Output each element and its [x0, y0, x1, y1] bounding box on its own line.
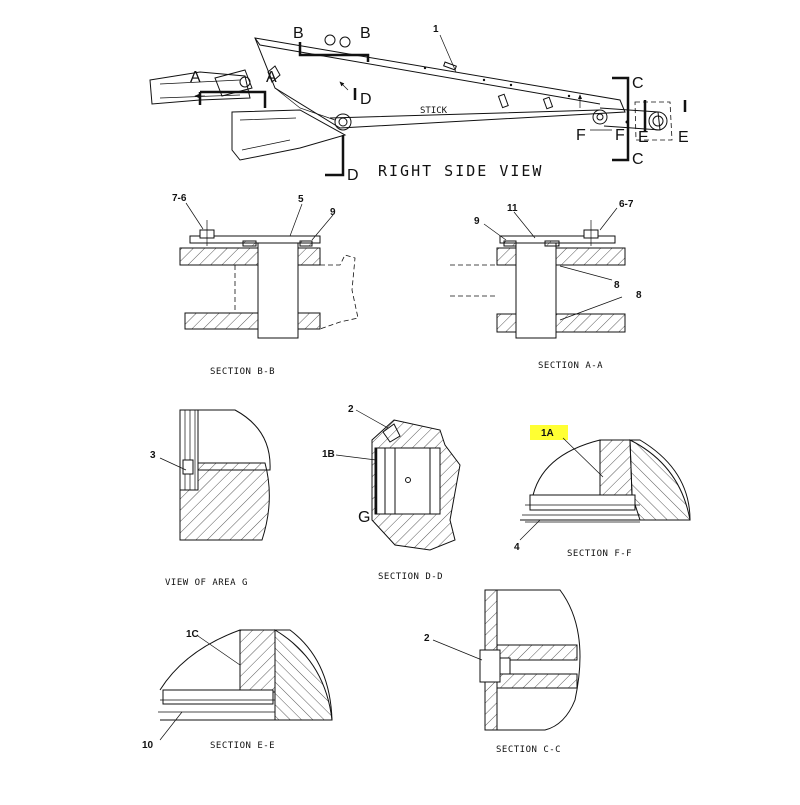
callout-1a-highlight	[530, 425, 568, 440]
section-ee-title: SECTION E-E	[210, 741, 275, 751]
section-bb-title: SECTION B-B	[210, 367, 275, 377]
section-ee: 1C 10 SECTION E-E	[142, 629, 333, 751]
callout-4: 4	[514, 542, 520, 553]
section-ff-title: SECTION F-F	[567, 549, 632, 559]
cut-label-d-top: D	[360, 91, 372, 108]
callout-2-cc: 2	[424, 633, 430, 644]
callout-1b: 1B	[322, 449, 335, 460]
cut-label-d-bottom: D	[347, 167, 359, 184]
cut-label-f-right: F	[615, 127, 625, 144]
callout-7-6: 7-6	[172, 193, 187, 204]
section-dd: 2 1B G SECTION D-D	[322, 404, 461, 582]
callout-2-dd: 2	[348, 404, 354, 415]
cut-label-a-right: A	[266, 69, 277, 86]
callout-1a: 1A	[541, 428, 554, 439]
callout-8-b: 8	[636, 290, 642, 301]
callout-8-a: 8	[614, 280, 620, 291]
callout-10: 10	[142, 740, 154, 751]
callout-9-aa: 9	[474, 216, 480, 227]
cut-label-g: G	[358, 509, 370, 526]
section-aa: 9 11 6-7 8 8 SECTION A-A	[450, 199, 642, 371]
callout-5: 5	[298, 194, 304, 205]
section-cc-title: SECTION C-C	[496, 745, 561, 755]
callout-11: 11	[507, 203, 518, 214]
cut-label-b-left: B	[293, 25, 304, 42]
view-area-g: 3 VIEW OF AREA G	[150, 409, 271, 588]
cut-label-e-right: E	[678, 129, 689, 146]
stick-label: STICK	[420, 106, 448, 116]
callout-1c: 1C	[186, 629, 199, 640]
section-ff: 1A 4 SECTION F-F	[514, 425, 691, 559]
callout-1: 1	[433, 24, 439, 35]
view-area-g-title: VIEW OF AREA G	[165, 578, 248, 588]
cut-label-b-right: B	[360, 25, 371, 42]
callout-3: 3	[150, 450, 156, 461]
cut-label-e-left: E	[638, 129, 649, 146]
callout-9-bb: 9	[330, 207, 336, 218]
right-side-view-title: RIGHT SIDE VIEW	[378, 162, 543, 180]
section-cc: 2 SECTION C-C	[424, 589, 581, 755]
section-dd-title: SECTION D-D	[378, 572, 443, 582]
right-side-view: 1 STICK A A B B D D C C F F E E RIGHT SI…	[149, 24, 689, 184]
cut-label-f-left: F	[576, 127, 586, 144]
section-aa-title: SECTION A-A	[538, 361, 603, 371]
cut-label-c-bottom: C	[632, 151, 644, 168]
section-bb: 7-6 5 9 SECTION B-B	[172, 193, 359, 377]
cut-label-a-left: A	[190, 69, 201, 86]
callout-6-7: 6-7	[619, 199, 634, 210]
cut-label-c-top: C	[632, 75, 644, 92]
